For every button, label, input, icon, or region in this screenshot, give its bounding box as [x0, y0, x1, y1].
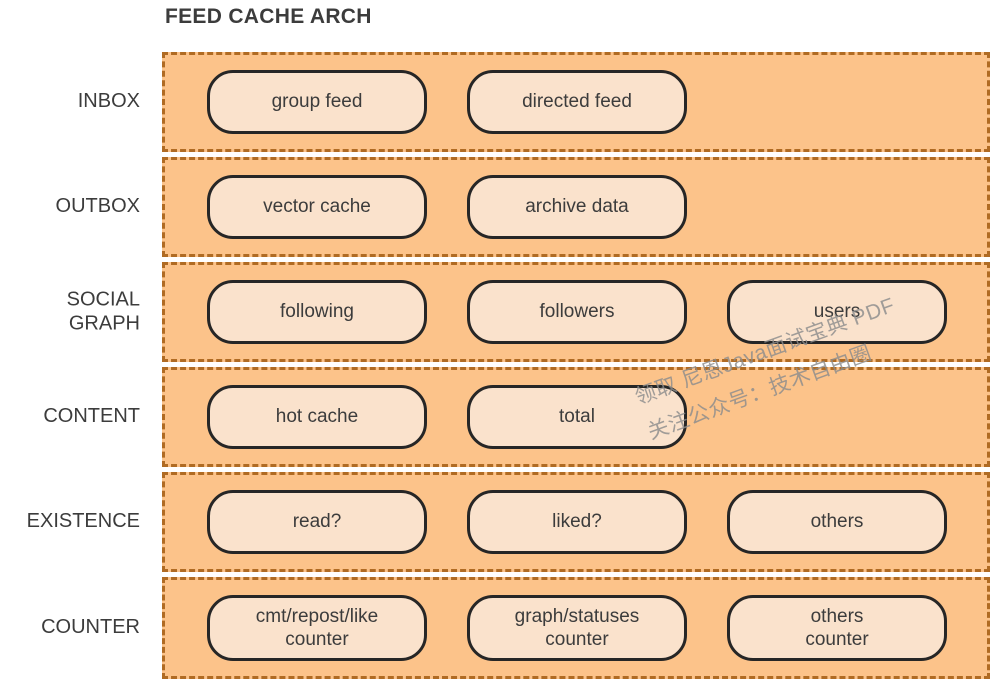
layer-row: vector cache archive data — [162, 157, 990, 257]
layer-row: read? liked? others — [162, 472, 990, 572]
layer-row: following followers users — [162, 262, 990, 362]
layer-row-label: OUTBOX — [55, 195, 140, 218]
cache-node[interactable]: directed feed — [467, 70, 687, 134]
layer-row: hot cache total — [162, 367, 990, 467]
cache-node[interactable]: users — [727, 280, 947, 344]
cache-node[interactable]: following — [207, 280, 427, 344]
cache-node[interactable]: hot cache — [207, 385, 427, 449]
cache-node[interactable]: others counter — [727, 595, 947, 661]
cache-node[interactable]: followers — [467, 280, 687, 344]
layer-row-label: EXISTENCE — [26, 510, 140, 533]
layer-row: cmt/repost/like counter graph/statuses co… — [162, 577, 990, 679]
layer-row-label: CONTENT — [43, 405, 140, 428]
layer-row-label: SOCIAL GRAPH — [66, 288, 140, 334]
cache-node[interactable]: total — [467, 385, 687, 449]
cache-node[interactable]: read? — [207, 490, 427, 554]
cache-node[interactable]: graph/statuses counter — [467, 595, 687, 661]
layer-row-label: INBOX — [77, 90, 140, 113]
cache-node[interactable]: archive data — [467, 175, 687, 239]
page-title: FEED CACHE ARCH — [165, 5, 372, 28]
cache-node[interactable]: vector cache — [207, 175, 427, 239]
cache-node[interactable]: liked? — [467, 490, 687, 554]
cache-node[interactable]: cmt/repost/like counter — [207, 595, 427, 661]
layer-row-label: COUNTER — [41, 616, 140, 639]
cache-node[interactable]: others — [727, 490, 947, 554]
cache-node[interactable]: group feed — [207, 70, 427, 134]
layer-row: group feed directed feed — [162, 52, 990, 152]
